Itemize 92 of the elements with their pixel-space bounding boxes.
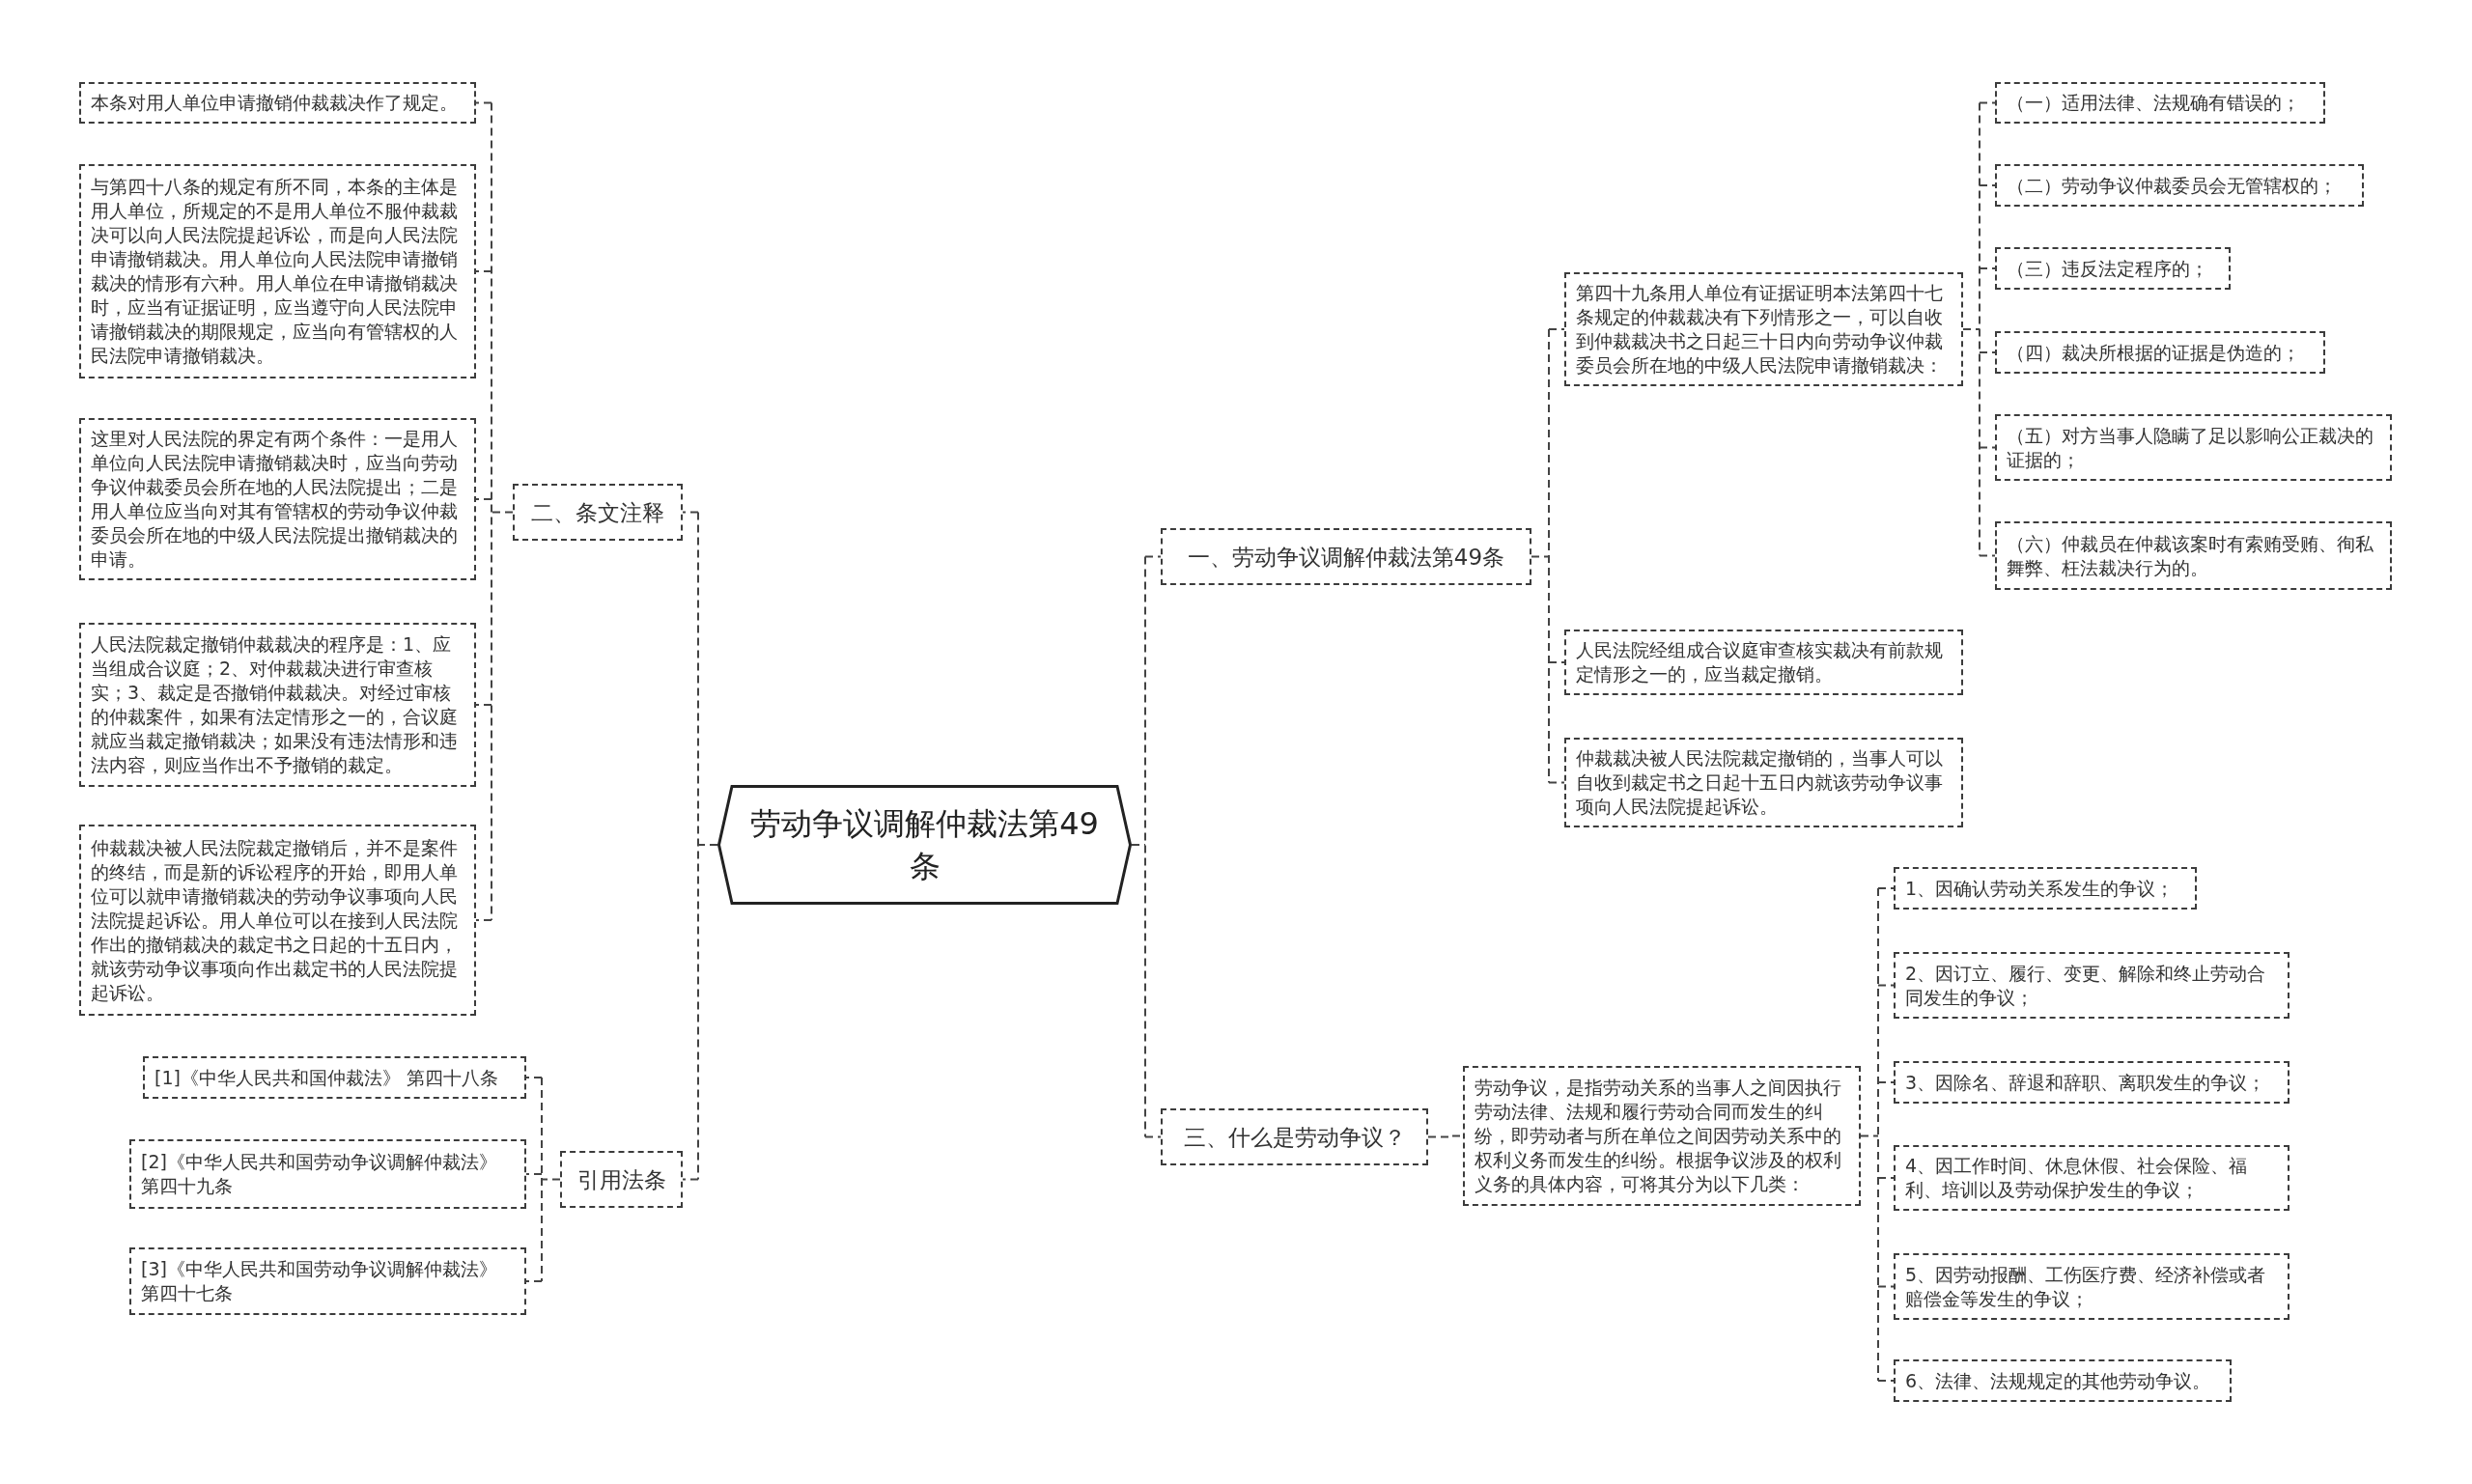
- topic-title: 二、条文注释: [531, 498, 664, 527]
- citation-text: [2]《中华人民共和国劳动争议调解仲裁法》第四十九条: [141, 1150, 498, 1198]
- note-box: [1894, 867, 2197, 910]
- note-box: [1463, 1066, 1861, 1206]
- connector-line: [475, 919, 492, 921]
- connector-line: [1877, 1380, 1895, 1382]
- connector-line: [1531, 328, 1550, 784]
- note-box: [1995, 82, 2325, 124]
- note-text: 人民法院经组成合议庭审查核实裁决有前款规定情形之一的，应当裁定撤销。: [1576, 638, 1944, 686]
- citation-box: [129, 1139, 526, 1209]
- note-text: 3、因除名、辞退和辞职、离职发生的争议；: [1905, 1070, 2267, 1095]
- topic-title: 三、什么是劳动争议？: [1183, 1123, 1406, 1152]
- citation-text: [1]《中华人民共和国仲裁法》 第四十八条: [154, 1065, 499, 1090]
- note-box: [1894, 1061, 2289, 1104]
- connector-line: [1877, 1285, 1895, 1288]
- connector-line: [1979, 101, 1996, 104]
- connector-line: [682, 1178, 699, 1181]
- connector-line: [475, 270, 492, 272]
- note-box: [1564, 272, 1963, 386]
- note-box: [1995, 414, 2392, 481]
- connector-line: [1860, 887, 1879, 1382]
- note-text: （一）适用法律、法规确有错误的；: [2007, 91, 2301, 115]
- note-box: [1995, 331, 2325, 374]
- connector-line: [1979, 351, 1996, 353]
- topic-box: [1161, 1108, 1428, 1165]
- note-box: [79, 82, 476, 124]
- connector-line: [1548, 328, 1565, 330]
- note-text: （四）裁决所根据的证据是伪造的；: [2007, 340, 2301, 365]
- connector-line: [1877, 1177, 1895, 1179]
- note-text: 2、因订立、履行、变更、解除和终止劳动合同发生的争议；: [1905, 961, 2267, 1010]
- connector-line: [1979, 446, 1996, 449]
- connector-line: [1144, 1135, 1162, 1138]
- note-text: （六）仲裁员在仲裁该案时有索贿受贿、徇私舞弊、枉法裁决行为的。: [2007, 531, 2374, 580]
- topic-box: [1161, 528, 1531, 585]
- connector-line: [1877, 1081, 1895, 1083]
- note-text: 仲裁裁决被人民法院裁定撤销后，并不是案件的终结，而是新的诉讼程序的开始，即用人单位可以就申请撤销裁决的劳动争议事项向人民法院提起诉讼。用人单位可以在接到人民法院作出的撤销裁决的裁定书之日起的十五日内，就该劳动争议事项向作出裁定书的人民法院提起诉讼。: [91, 835, 459, 1005]
- note-text: 第四十九条用人单位有证据证明本法第四十七条规定的仲裁裁决有下列情形之一，可以自收到仲裁裁决书之日起三十日内向劳动争议仲裁委员会所在地的中级人民法院申请撤销裁决：: [1576, 281, 1944, 378]
- note-box: [79, 418, 476, 580]
- note-text: 1、因确认劳动关系发生的争议；: [1905, 876, 2176, 901]
- note-text: 6、法律、法规规定的其他劳动争议。: [1905, 1368, 2212, 1393]
- connector-line: [1131, 555, 1146, 1138]
- note-text: 劳动争议，是指劳动关系的当事人之间因执行劳动法律、法规和履行劳动合同而发生的纠纷，即劳动者与所在单位之间因劳动关系中的权利义务而发生的纠纷。根据争议涉及的权利义务的具体内容，可将其分为以下几类：: [1475, 1076, 1842, 1196]
- topic-title: 引用法条: [576, 1165, 666, 1194]
- note-text: （五）对方当事人隐瞒了足以影响公正裁决的证据的；: [2007, 423, 2374, 472]
- connector-line: [1548, 781, 1565, 784]
- central-topic-hexagon: [717, 785, 1132, 905]
- note-box: [1894, 952, 2289, 1019]
- note-box: [1894, 1359, 2232, 1402]
- note-text: 人民法院裁定撤销仲裁裁决的程序是：1、应当组成合议庭；2、对仲裁裁决进行审查核实；3、裁定是否撤销仲裁裁决。对经过审核的仲裁案件，如果有法定情形之一的，合议庭就应当裁定撤销裁决；如果没有违法情形和违法内容，则应当作出不予撤销的裁定。: [91, 632, 459, 777]
- note-box: [1995, 521, 2392, 590]
- topic-box: [560, 1151, 683, 1208]
- connector-line: [1962, 101, 1980, 557]
- connector-line: [475, 498, 492, 500]
- note-box: [1894, 1253, 2289, 1320]
- note-text: 5、因劳动报酬、工伤医疗费、经济补偿或者赔偿金等发生的争议；: [1905, 1262, 2267, 1311]
- note-text: 仲裁裁决被人民法院裁定撤销的，当事人可以自收到裁定书之日起十五日内就该劳动争议事项向人民法院提起诉讼。: [1576, 746, 1944, 819]
- note-box: [1894, 1145, 2289, 1211]
- connector-line: [525, 1173, 543, 1175]
- note-box: [1564, 738, 1963, 827]
- note-text: 本条对用人单位申请撤销仲裁裁决作了规定。: [91, 91, 459, 115]
- central-topic-title: 劳动争议调解仲裁法第49条: [749, 804, 1100, 886]
- note-text: （三）违反法定程序的；: [2007, 256, 2209, 281]
- citation-text: [3]《中华人民共和国劳动争议调解仲裁法》第四十七条: [141, 1257, 498, 1305]
- note-text: （二）劳动争议仲裁委员会无管辖权的；: [2007, 173, 2338, 198]
- connector-line: [1877, 887, 1895, 889]
- note-box: [79, 825, 476, 1016]
- topic-title: 一、劳动争议调解仲裁法第49条: [1187, 543, 1505, 572]
- note-text: 这里对人民法院的界定有两个条件：一是用人单位向人民法院申请撤销裁决时，应当向劳动争议仲裁委员会所在地的人民法院提出；二是用人单位应当向对其有管辖权的劳动争议仲裁委员会所在地的中级人民法院提出撤销裁决的申请。: [91, 427, 459, 572]
- connector-line: [475, 704, 492, 706]
- connector-line: [475, 101, 492, 104]
- connector-line: [1548, 661, 1565, 663]
- note-box: [79, 623, 476, 787]
- connector-line: [1979, 554, 1996, 557]
- note-box: [1995, 247, 2231, 290]
- connector-line: [1979, 184, 1996, 186]
- note-text: 与第四十八条的规定有所不同，本条的主体是用人单位，所规定的不是用人单位不服仲裁裁决可以向人民法院提起诉讼，而是向人民法院申请撤销裁决。用人单位向人民法院申请撤销裁决的情形有六种。用人单位在申请撤销裁决时，应当有证据证明，应当遵守向人民法院申请撤销裁决的期限规定，应当向有管辖权的人民法院申请撤销裁决。: [91, 175, 459, 368]
- note-box: [1564, 630, 1963, 695]
- citation-box: [143, 1056, 526, 1099]
- connector-line: [682, 511, 699, 514]
- topic-box: [513, 484, 683, 541]
- note-box: [1995, 164, 2364, 207]
- connector-line: [491, 101, 514, 921]
- note-text: 4、因工作时间、休息休假、社会保险、福利、培训以及劳动保护发生的争议；: [1905, 1154, 2249, 1202]
- connector-line: [1979, 267, 1996, 269]
- connector-line: [697, 511, 718, 1181]
- connector-line: [525, 1077, 543, 1078]
- citation-box: [129, 1247, 526, 1315]
- connector-line: [1144, 555, 1162, 558]
- connector-line: [541, 1077, 561, 1282]
- connector-line: [525, 1280, 543, 1282]
- note-box: [79, 164, 476, 378]
- connector-line: [1877, 984, 1895, 987]
